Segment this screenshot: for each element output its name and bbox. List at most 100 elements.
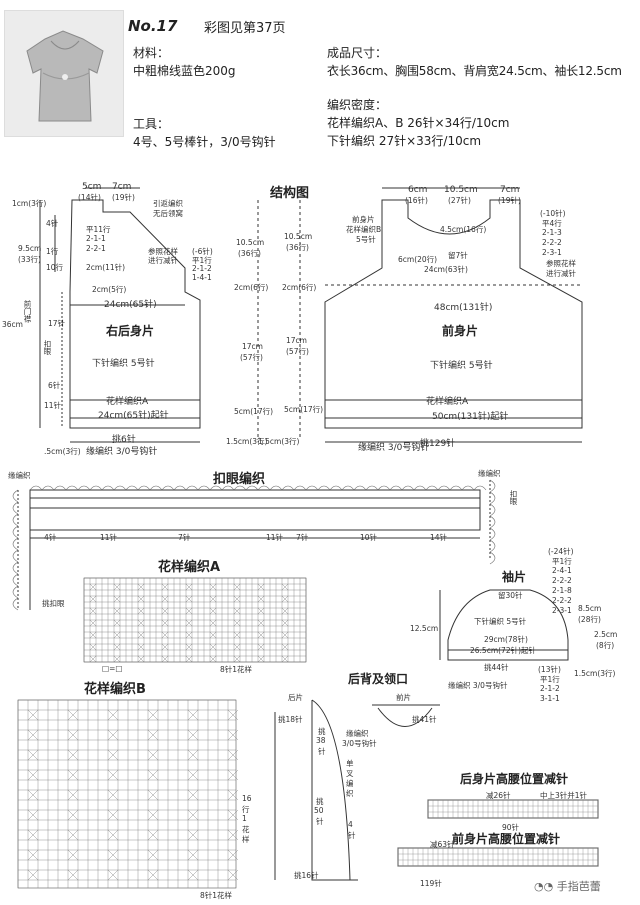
back-top-5cm: 5cm [82,182,102,192]
front-neck3: 5号针 [356,235,376,244]
pa-sym: □=□ [102,664,123,673]
wb-a: 减26针 [486,791,511,800]
watermark-text: 手指芭蕾 [556,880,601,893]
back-bot2: 缘编织 3/0号钩针 [86,447,158,457]
back-dec3: 2-2-1 [86,244,106,253]
back-yoke: 2cm(5行) [92,285,127,294]
mid-g2: 1.5cm(3行) [258,437,300,446]
mid-c1: 2cm(6行) [234,283,269,292]
bh-count: 7针 [296,533,309,542]
bn-v4: 单 [346,759,354,768]
mid-a1: 10.5cm [236,238,265,247]
sl-l4: 3-1-1 [540,694,560,703]
back-dec6: 2-1-2 [192,264,212,273]
mid-e2: (57行) [286,347,309,356]
front-bot2: 挑129针 [420,439,456,449]
back-side-1: 参照花样 [148,247,178,256]
structure-title: 结构图 [270,186,310,201]
front-body: 下针编织 5号针 [430,361,493,371]
front-r1: (-10针) [540,209,566,218]
back-note-1: 引返编织 [153,199,183,208]
sl-h: 12.5cm [410,624,439,633]
bn-v10: 针 [316,817,324,826]
back-side-d: 11针 [44,401,62,410]
back-side-a: 17针 [48,319,66,328]
bn-pick41: 挑41针 [412,715,437,724]
back-m1: 1cm(3行) [12,199,47,208]
back-top-14: (14针) [78,193,101,202]
sl-h15: 1.5cm(3行) [574,669,616,678]
pb-s1: 16 [242,794,252,803]
back-bot3: .5cm(3行) [44,447,81,456]
front-w50: 50cm(131针)起针 [432,412,509,422]
bn-v6: 编 [346,779,354,788]
back-m4: 4针 [46,219,59,228]
bh-count: 11针 [266,533,284,542]
front-pattern-a: 花样编织A [426,397,469,407]
back-pattern-a: 花样编织A [106,397,149,407]
sl-w26: 26.5cm(72针)起针 [470,646,537,655]
size-value: 衣长36cm、胸围58cm、背肩宽24.5cm、袖长12.5cm [327,64,622,78]
back-piece-name: 右后身片 [106,324,155,338]
sl-h85a: 8.5cm [578,604,602,613]
sl-r4: 2-2-2 [552,576,572,585]
back-side-2: 进行减针 [148,256,178,265]
front-t5: 7cm [500,185,520,195]
front-t1: 6cm [408,185,428,195]
sl-pick: 挑44针 [484,663,509,672]
tools-value: 4号、5号棒针，3/0号钩针 [133,135,276,149]
gauge-b: 下针编织 27针×33行/10cm [327,134,482,148]
mid-a2: (36行) [238,249,261,258]
garment-photo [4,10,124,137]
bn-front: 前片 [396,693,411,702]
watermark-logo-icon: ◔◔ [534,880,557,893]
front-t2: (16针) [405,196,428,205]
back-dec5: 平1行 [192,256,212,265]
sl-r2: 平1行 [552,557,572,566]
bn-v5: 叉 [346,769,354,778]
bn-v8: 挑 [316,797,324,806]
front-t4: (27针) [448,196,471,205]
mid-c2: 2cm(6行) [282,283,317,292]
sl-l1: (13针) [538,665,561,674]
material-label: 材料： [133,46,170,60]
back-len: 36cm [2,320,23,329]
color-page-ref: 彩图见第37页 [204,21,286,36]
back-neck-title: 后背及领口 [348,672,409,686]
bn-back: 后片 [288,693,303,702]
back-top-19: (19针) [112,193,135,202]
pb-s5: 样 [242,835,250,844]
back-note-2: 无后领窝 [153,209,183,218]
mid-e1: 17cm [286,336,307,345]
front-neck2: 花样编织B [346,225,382,234]
back-m2: 9.5cm [18,244,42,253]
sl-edge: 缘编织 3/0号钩针 [448,681,508,690]
gauge-label: 编织密度： [327,98,388,112]
sl-r7: 2-3-1 [552,606,572,615]
sl-top: 留30针 [498,591,523,600]
sl-h25b: (8行) [596,641,615,650]
sl-h25a: 2.5cm [594,630,618,639]
front-t6: (19针) [498,196,521,205]
bh-count: 4针 [44,533,57,542]
bh-count: 7针 [178,533,191,542]
material-value: 中粗棉线蓝色200g [133,64,236,78]
pa-note: 挑扣眼 [42,599,65,608]
front-neck6: 6cm(20行) [398,255,438,264]
bh-hole: 扣眼 [509,490,518,505]
back-m6: 10行 [46,263,64,272]
bn-edge: 缘编织 [346,729,369,738]
sl-r5: 2-1-8 [552,586,572,595]
back-m5: 1行 [46,247,59,256]
front-neck5: 留7针 [448,251,468,260]
sl-w29: 29cm(78针) [484,635,528,644]
bh-count: 10针 [360,533,378,542]
front-r7: 进行减针 [546,269,576,278]
gauge-a: 花样编织A、B 26针×34行/10cm [327,116,510,130]
bn-v11: 4 [348,820,353,829]
front-neck7: 24cm(63针) [424,265,468,274]
sleeve-title: 袖片 [502,570,527,584]
back-side-c: 6针 [48,381,61,390]
back-armhole: 2cm(11针) [86,263,126,272]
front-waist-title: 前身片高腰位置减针 [452,832,561,846]
